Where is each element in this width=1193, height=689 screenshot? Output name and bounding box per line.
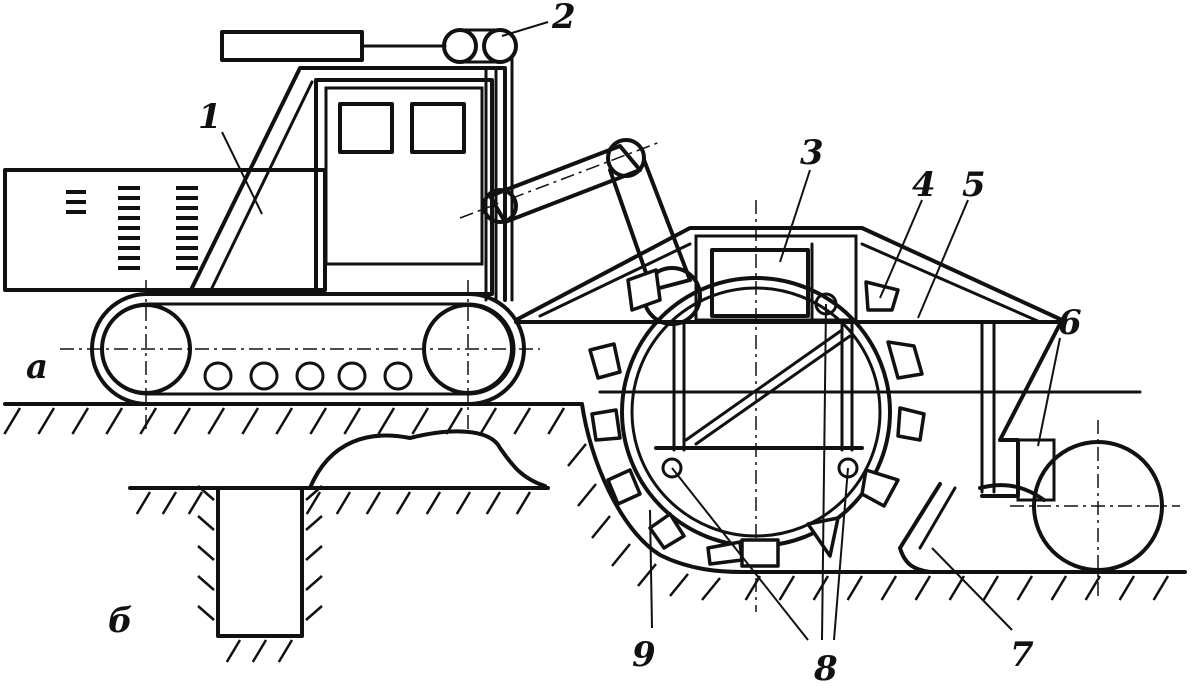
label-9: 9	[632, 635, 656, 675]
label-4: 4	[912, 165, 936, 205]
hatch-stroke	[365, 491, 382, 515]
base-tractor	[3, 28, 540, 430]
hatch-stroke	[187, 491, 204, 515]
leader-lines	[221, 21, 1061, 641]
hatch-stroke	[479, 407, 498, 435]
hatch-stroke	[197, 575, 215, 591]
hatch-stroke	[577, 483, 597, 507]
hatch-stroke	[197, 545, 215, 561]
hatch-stroke	[335, 491, 352, 515]
hatch-stroke	[251, 639, 268, 663]
hatch-stroke	[197, 605, 215, 621]
hatch-stroke	[197, 515, 215, 531]
hatch-stroke	[485, 491, 502, 515]
hatch-stroke	[513, 407, 532, 435]
hatch-stroke	[161, 491, 178, 515]
hatch-stroke	[515, 491, 532, 515]
hatch-stroke	[305, 515, 323, 531]
hatch-stroke	[1118, 575, 1136, 601]
label-2: 2	[551, 0, 576, 37]
hatch-stroke	[846, 575, 864, 601]
hatch-stroke	[207, 407, 226, 435]
hatch-stroke	[3, 407, 22, 435]
hatch-stroke	[395, 491, 412, 515]
hatch-stroke	[309, 407, 328, 435]
hatch-stroke	[173, 407, 192, 435]
hatch-stroke	[982, 575, 1000, 601]
hatch-stroke	[567, 443, 587, 467]
bucket-wheel	[588, 268, 926, 568]
hatch-stroke	[71, 407, 90, 435]
label-7: 7	[1010, 635, 1034, 675]
hatch-stroke	[305, 491, 322, 515]
hatch-stroke	[778, 575, 796, 601]
hatch-stroke	[701, 577, 721, 601]
hatch-stroke	[812, 575, 830, 601]
ground-hatching	[3, 407, 1170, 663]
hatch-stroke	[425, 491, 442, 515]
hatch-stroke	[37, 407, 56, 435]
rear-support	[898, 320, 1046, 574]
hatch-stroke	[377, 407, 396, 435]
hatch-stroke	[1016, 575, 1034, 601]
hatch-stroke	[1084, 575, 1102, 601]
hatch-stroke	[591, 515, 611, 539]
hatch-stroke	[275, 407, 294, 435]
hatch-stroke	[744, 575, 762, 601]
hatch-stroke	[225, 639, 242, 663]
hatch-stroke	[1050, 575, 1068, 601]
label-b: б	[108, 601, 133, 641]
hatch-stroke	[343, 407, 362, 435]
hatch-stroke	[105, 407, 124, 435]
roof-box	[220, 30, 364, 62]
pulleys	[442, 28, 518, 302]
label-5: 5	[962, 165, 986, 205]
label-a: а	[26, 347, 48, 387]
hatch-stroke	[277, 639, 294, 663]
crawler-track	[60, 280, 540, 430]
hood-vents	[66, 186, 198, 270]
hatch-stroke	[637, 563, 657, 587]
hatch-stroke	[880, 575, 898, 601]
label-8: 8	[813, 649, 838, 689]
trench-roller	[1010, 420, 1180, 600]
hatch-stroke	[305, 545, 323, 561]
hatch-stroke	[197, 485, 215, 501]
hatch-stroke	[948, 575, 966, 601]
callout-labels: 1 2 3 4 5 6 7 8 9 а б	[26, 0, 1082, 689]
hatch-stroke	[305, 575, 323, 591]
wheel-buckets	[588, 268, 926, 568]
hatch-stroke	[411, 407, 430, 435]
hatch-stroke	[547, 407, 566, 435]
hatch-stroke	[139, 407, 158, 435]
label-3: 3	[800, 133, 824, 173]
hatch-stroke	[611, 543, 631, 567]
label-1: 1	[198, 97, 222, 137]
hatch-stroke	[305, 605, 323, 621]
hatch-stroke	[1152, 575, 1170, 601]
hatch-stroke	[241, 407, 260, 435]
label-6: 6	[1058, 303, 1082, 343]
hatch-stroke	[305, 485, 323, 501]
hatch-stroke	[135, 491, 152, 515]
hatch-stroke	[455, 491, 472, 515]
spoil-pile	[308, 429, 547, 490]
hatch-stroke	[914, 575, 932, 601]
hatch-stroke	[669, 573, 689, 597]
trench-section	[216, 486, 304, 638]
